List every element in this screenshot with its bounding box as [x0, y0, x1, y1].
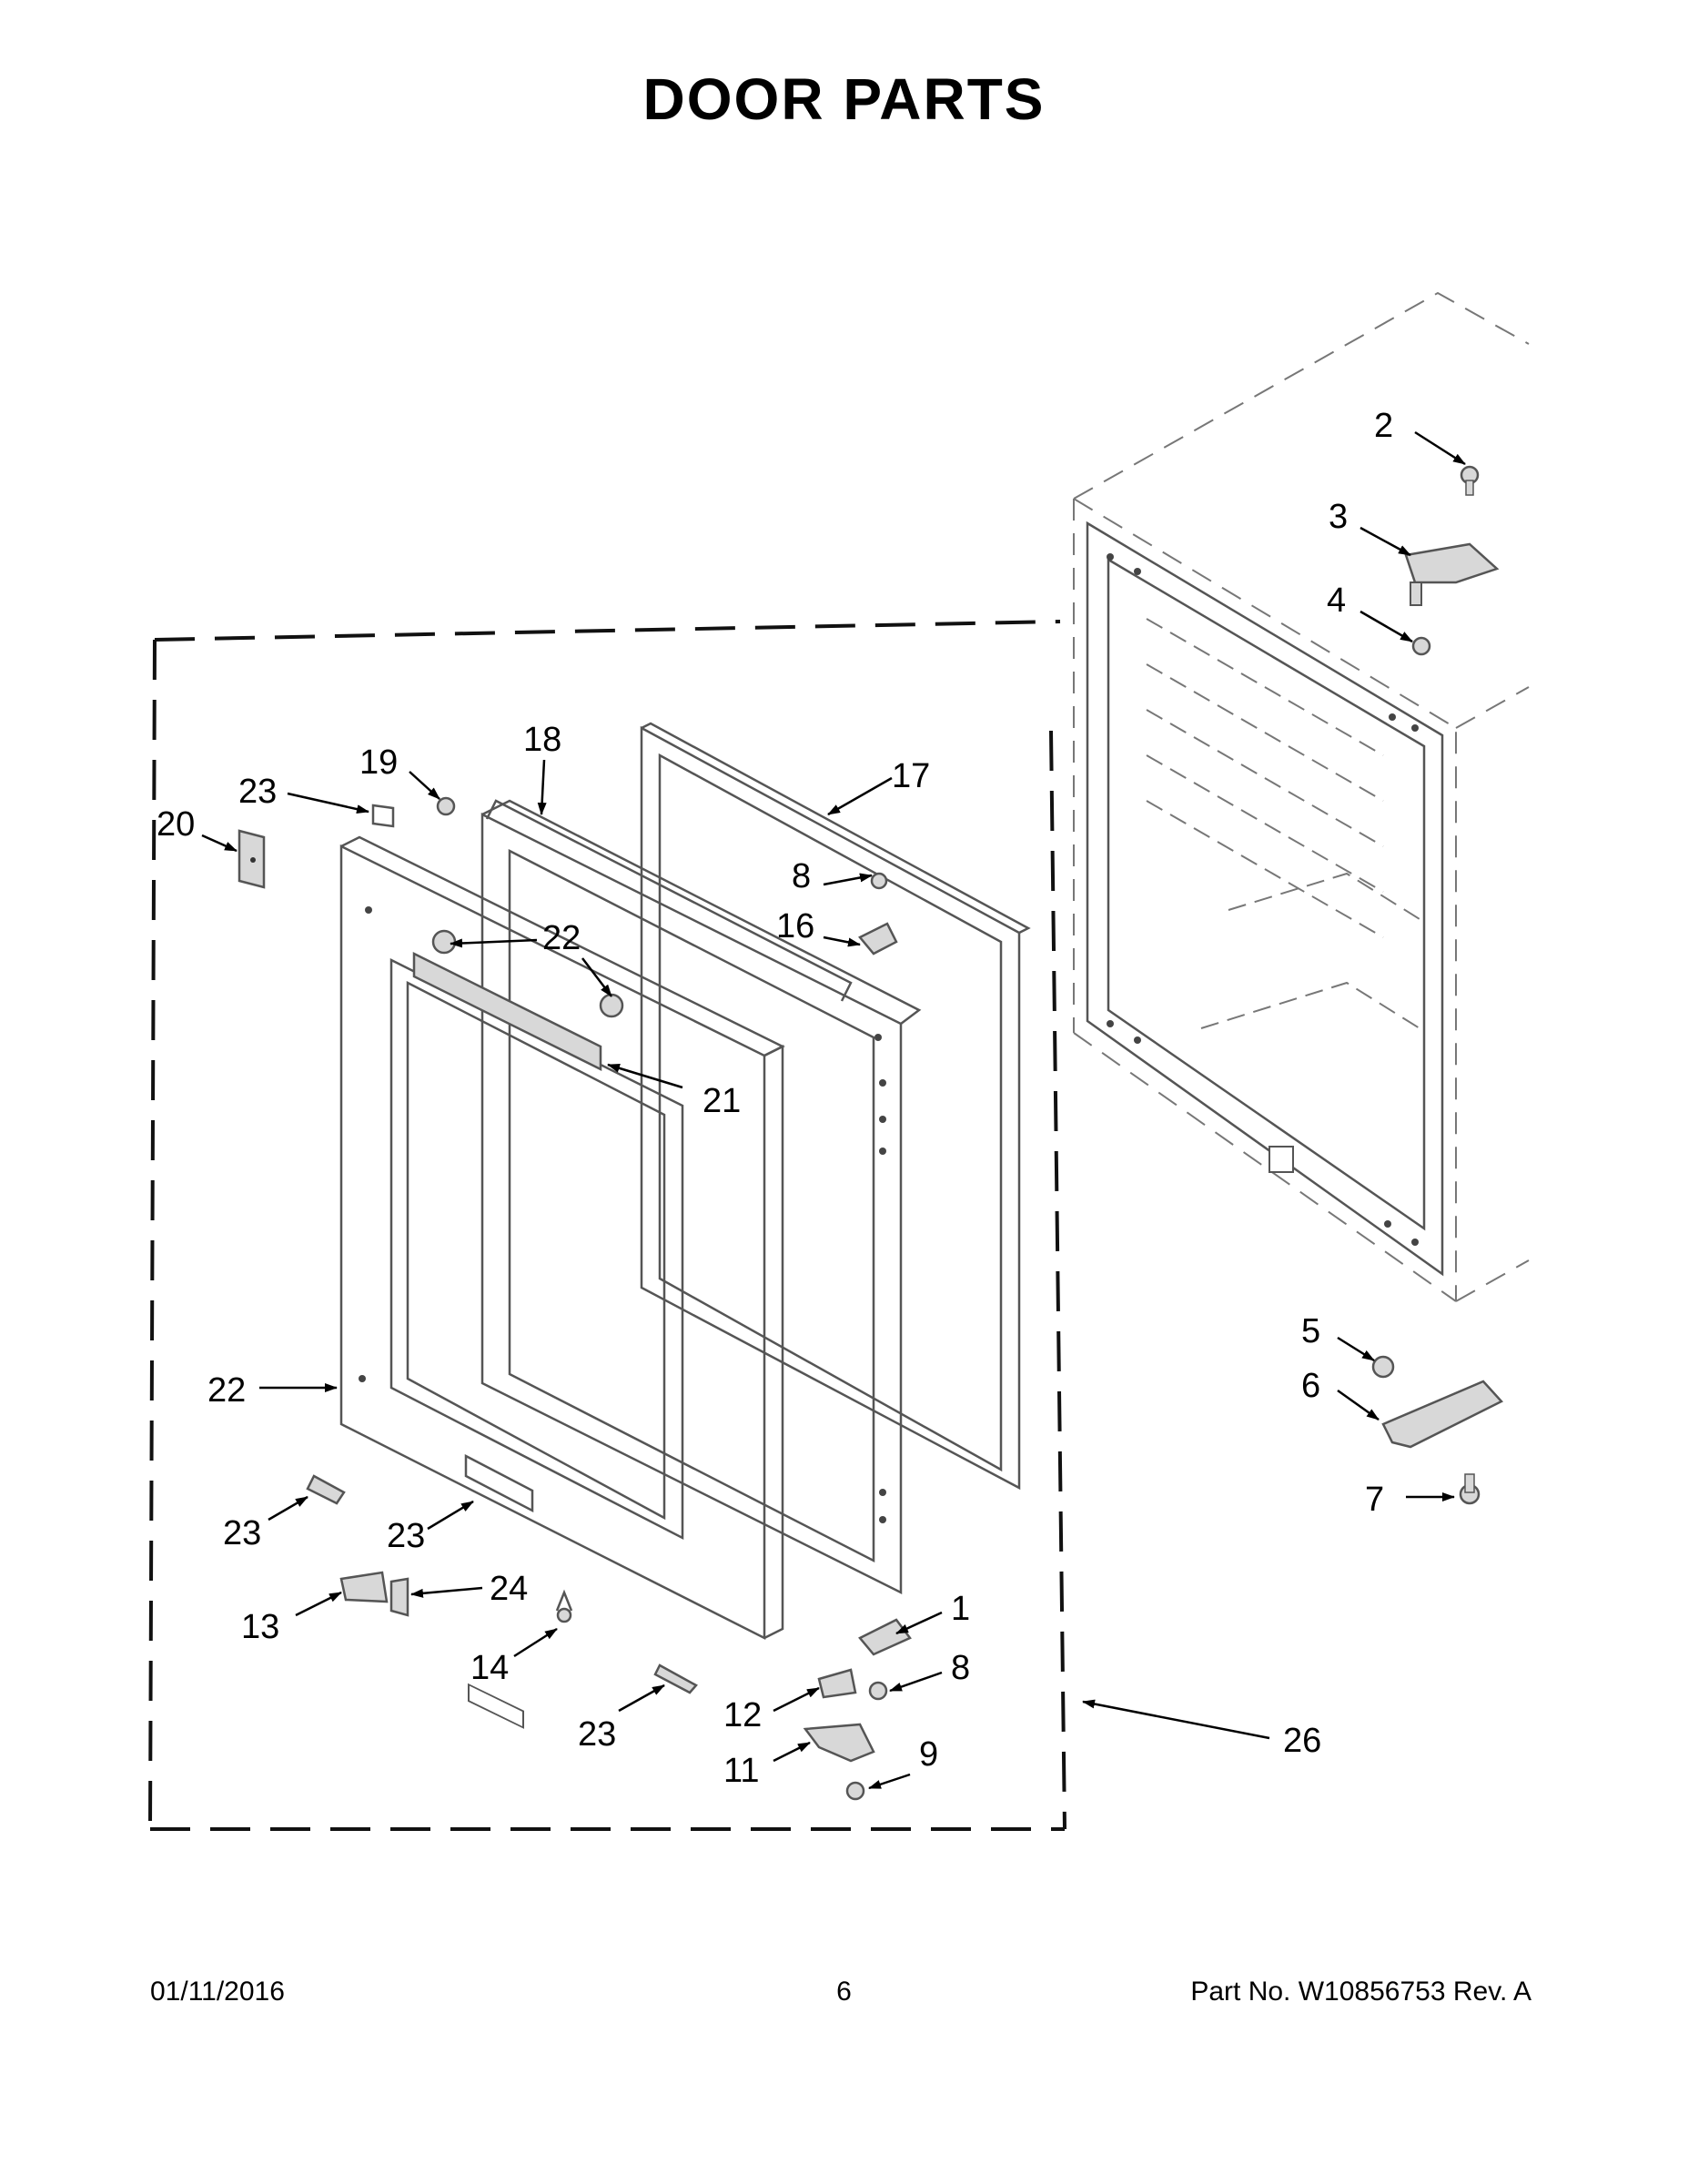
callout-17: 19 [359, 743, 398, 782]
callout-20: 22 [207, 1371, 246, 1410]
callout-12: 13 [241, 1608, 279, 1646]
callout-22: 22 [542, 919, 581, 957]
door-closer-parts [306, 1474, 698, 1694]
callout-8-top: 8 [792, 857, 811, 895]
callout-arrows [201, 430, 1466, 1790]
page-title: DOOR PARTS [642, 66, 1046, 132]
callout-23-bottom: 23 [578, 1715, 616, 1754]
lower-hinge-parts [803, 1618, 912, 1801]
hinge-pin-top [431, 929, 624, 1018]
door-gasket-strip [412, 951, 602, 1072]
callout-2: 2 [1374, 407, 1393, 445]
callout-labels: 2 3 4 5 6 7 8 16 17 18 19 23 20 22 21 22… [157, 407, 1393, 1790]
door-hinge-plate [858, 872, 898, 956]
top-washer [1411, 636, 1431, 656]
bottom-hinge-bracket [1381, 1380, 1504, 1449]
top-hinge-bracket [1404, 542, 1500, 606]
handle-plate [238, 829, 266, 889]
callout-15: 17 [892, 757, 930, 795]
callout-6: 6 [1301, 1367, 1320, 1405]
cabinet-outline [1073, 291, 1530, 1302]
callout-3: 3 [1329, 498, 1348, 536]
callout-16: 18 [523, 721, 561, 759]
bottom-hinge-screw [1459, 1473, 1481, 1505]
callout-24: 23 [238, 773, 277, 811]
bottom-washer [1371, 1355, 1395, 1379]
callout-5: 5 [1301, 1312, 1320, 1350]
footer-page-number: 6 [836, 1977, 852, 2007]
label-square [371, 804, 395, 828]
glass-panel [640, 722, 1031, 1491]
callout-10: 11 [723, 1752, 759, 1790]
callout-25: 24 [490, 1570, 528, 1608]
inner-door-frame [480, 799, 922, 1595]
door-assembly-box [148, 620, 1066, 1831]
callout-18: 20 [157, 805, 195, 844]
callout-1: 1 [951, 1590, 970, 1628]
callout-14: 16 [776, 907, 814, 945]
callout-13: 14 [470, 1649, 509, 1687]
top-screw [436, 796, 456, 816]
callout-21: 23 [387, 1517, 425, 1555]
callout-7: 7 [1365, 1481, 1384, 1519]
callout-11: 12 [723, 1696, 762, 1734]
callout-4: 4 [1327, 581, 1346, 620]
callout-26: 26 [1283, 1722, 1321, 1760]
callout-8-bottom: 8 [951, 1649, 970, 1687]
footer-part-number: Part No. W10856753 Rev. A [1190, 1977, 1531, 2007]
top-hinge-screw [1460, 465, 1480, 496]
callout-23-left: 23 [223, 1514, 261, 1552]
callout-19: 21 [702, 1082, 741, 1120]
callout-9: 9 [919, 1735, 938, 1774]
footer-date: 01/11/2016 [150, 1977, 285, 2007]
